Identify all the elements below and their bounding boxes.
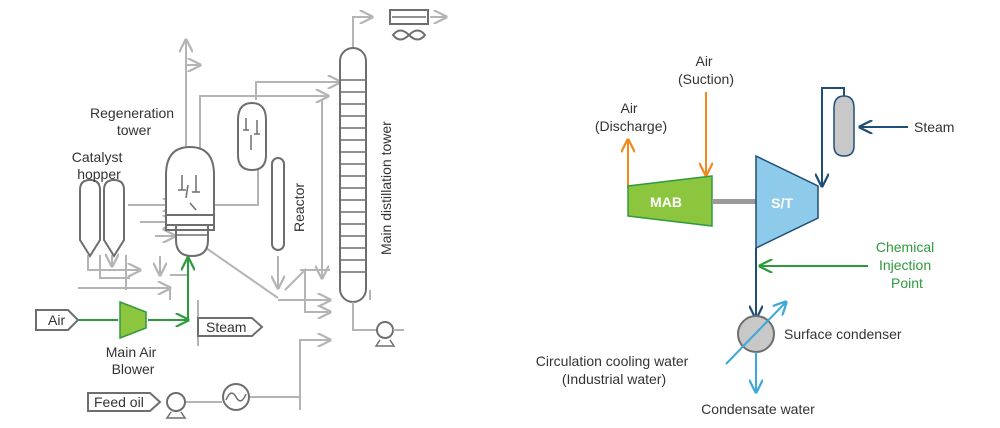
mab-label: MAB <box>650 194 682 210</box>
steam-to-turbine-line <box>822 87 845 186</box>
circulation-cooling-water-line <box>725 302 786 365</box>
steam-turbine <box>755 154 819 250</box>
catalyst-hopper <box>79 178 125 258</box>
main-air-blower-label: Main Air Blower <box>106 344 160 377</box>
feed-oil-pump <box>165 392 187 419</box>
main-air-blower <box>119 300 147 340</box>
steam-output: Steam <box>197 317 264 337</box>
shaft <box>712 199 756 204</box>
main-distillation-tower <box>339 47 367 303</box>
overhead-condenser <box>389 9 429 41</box>
circulation-cooling-water-label: Circulation cooling water (Industrial wa… <box>536 353 692 387</box>
regeneration-tower-label: Regeneration tower <box>90 105 178 138</box>
reactor <box>237 101 285 251</box>
blower-turbine-diagram: MAB S/T Air (Suction) Air (Discharge) St… <box>536 53 955 417</box>
reactor-label: Reactor <box>291 183 307 232</box>
air-inlet-label: Air <box>48 312 65 328</box>
air-inlet: Air <box>35 309 80 331</box>
steam-label: Steam <box>914 119 954 135</box>
main-distillation-tower-label: Main distillation tower <box>378 121 394 255</box>
feed-oil-label: Feed oil <box>94 394 144 410</box>
st-label: S/T <box>771 195 793 211</box>
catalyst-hopper-label: Catalyst hopper <box>72 149 126 182</box>
steam-separator <box>833 95 855 157</box>
fcc-unit-diagram: Air Steam Feed oil Regeneration tower Ca… <box>35 9 446 419</box>
steam-output-label: Steam <box>206 319 246 335</box>
regeneration-tower <box>165 145 215 258</box>
tower-bottoms-pump <box>352 302 404 347</box>
feed-heater <box>222 383 250 411</box>
mab-blower <box>627 175 713 227</box>
chemical-injection-point-label: Chemical Injection Point <box>876 239 938 291</box>
air-discharge-label: Air (Discharge) <box>595 100 667 134</box>
condensate-water-label: Condensate water <box>701 401 815 417</box>
surface-condenser-label: Surface condenser <box>784 326 902 342</box>
air-suction-label: Air (Suction) <box>678 53 734 87</box>
process-piping <box>78 17 446 410</box>
feed-oil-input: Feed oil <box>87 392 162 412</box>
